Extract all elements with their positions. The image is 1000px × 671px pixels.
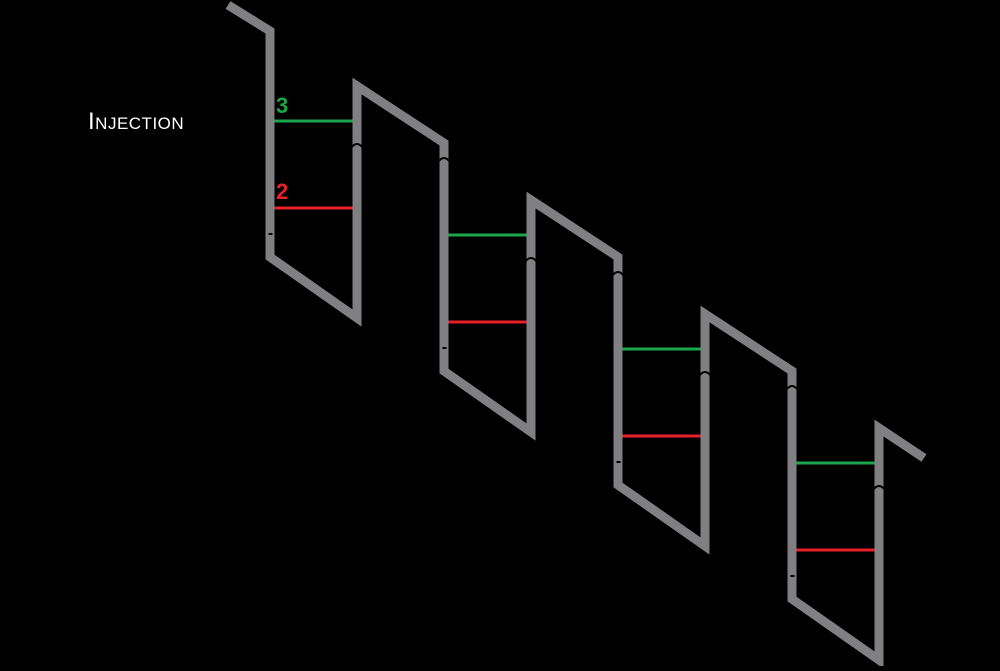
level-2-label: 2 [276,179,289,204]
line-break-arc [872,485,886,491]
line-break-arc [611,271,625,277]
line-break-arc [437,157,451,163]
line-break-arc [524,257,538,263]
channel-path [225,1,927,669]
level-3-label: 3 [276,93,289,118]
line-break-arc [785,385,799,391]
line-break-arc [350,143,364,149]
injection-label: Injection [88,108,185,135]
line-break-arc [698,371,712,377]
